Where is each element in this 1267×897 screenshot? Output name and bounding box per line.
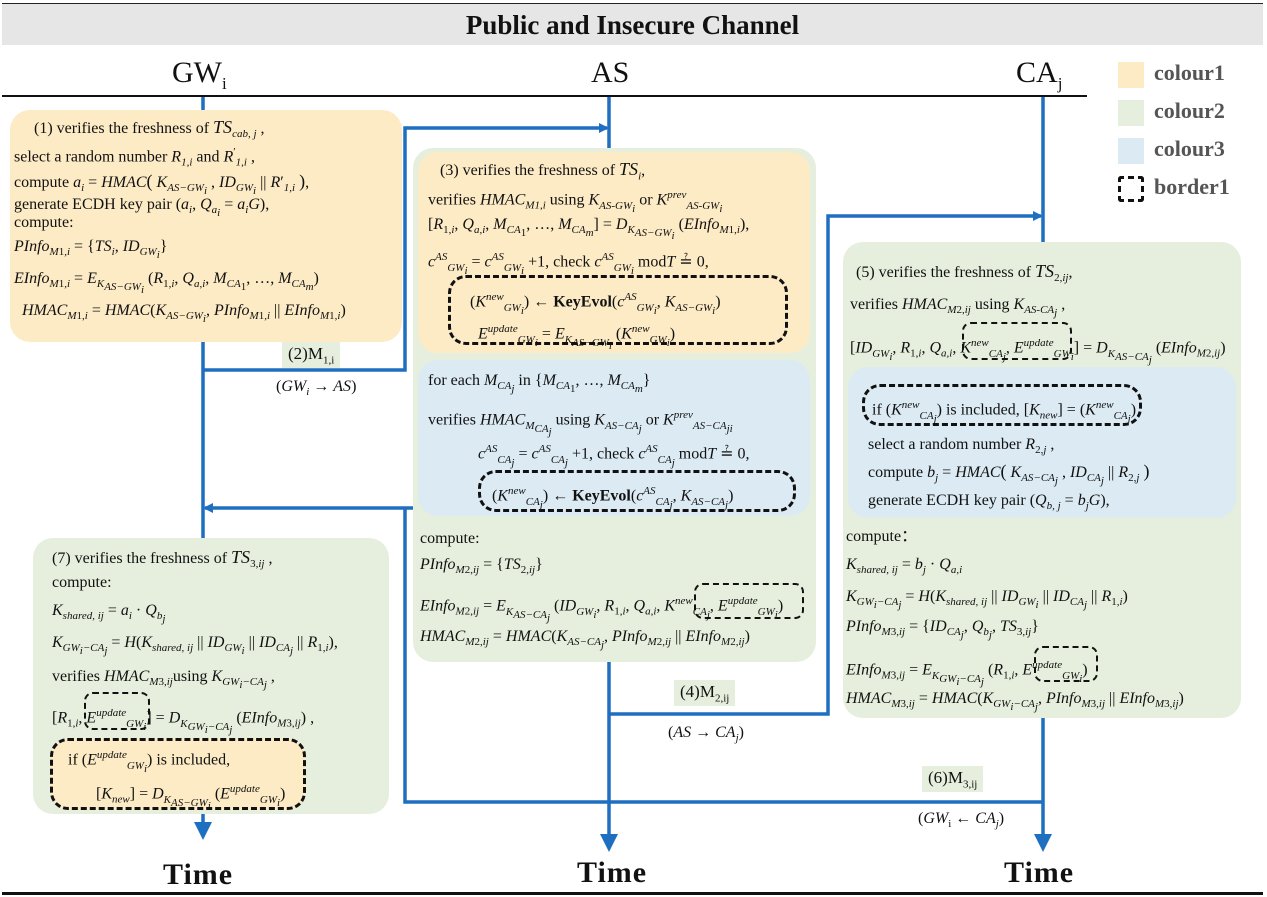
step5-pinfo: PInfoM3,ij = {IDCAj, Qbj, TS3,ij} bbox=[846, 618, 1039, 642]
step1-line2: select a random number R1,i and R′1,i , bbox=[14, 146, 255, 169]
step7-line1: (7) verifies the freshness of TS3,ij , bbox=[52, 547, 273, 571]
footer-rule bbox=[2, 892, 1263, 895]
step5-tag-border bbox=[962, 322, 1072, 360]
party-authentication-server: AS bbox=[591, 56, 630, 89]
step5-line3: [IDGWi, R1,i, Qa,i, KnewCAj, EupdateGWi]… bbox=[850, 337, 1226, 366]
step3-line3: [R1,i, Qa,i, MCA1, …, MCAm] = DKAS−GWi (… bbox=[428, 216, 750, 243]
arrow-m2 bbox=[609, 211, 1043, 716]
step5-kgwca: KGWi−CAj = H(Kshared, ij || IDGWi || IDC… bbox=[846, 588, 1128, 612]
step5-kshared: Kshared, ij = bj · Qa,i bbox=[846, 556, 963, 577]
message-m3-label: (6)M3,ij bbox=[922, 766, 984, 793]
step5-ca-box bbox=[848, 367, 1236, 518]
step5-compute: compute bj = HMAC( KAS−CAj , IDCAj || R2… bbox=[868, 461, 1150, 488]
step3-line2: verifies HMACM1,i using KAS-GWi or Kprev… bbox=[428, 189, 723, 215]
step1-line6: PInfoM1,i = {TSi, IDGWi} bbox=[14, 238, 168, 262]
party-gateway: GWi bbox=[172, 56, 227, 93]
step7-kshared: Kshared, ij = ai · Qbj bbox=[52, 602, 166, 626]
step5-line2: verifies HMACM2,ij using KAS-CAj , bbox=[850, 296, 1066, 320]
step3-line1: (3) verifies the freshness of TSi, bbox=[440, 159, 646, 183]
time-label-gw: Time bbox=[163, 858, 234, 891]
step5-einfo: EInfoM3,ij = EKGWi−CAj (R1,i, EupdateGWi… bbox=[846, 659, 1088, 688]
step3-loop-line3: cASCAj = cASCAj +1, check cASCAj modT ≟ … bbox=[478, 443, 750, 469]
step1-line8: HMACM1,i = HMAC(KAS−GWi, PInfoM1,i || EI… bbox=[22, 302, 346, 326]
step5-hmac: HMACM3,ij = HMAC(KGWi−CAj, PInfoM3,ij ||… bbox=[846, 690, 1184, 714]
step3-line4: cASGWi = cASGWi +1, check cASGWi modT ≟ … bbox=[428, 251, 709, 277]
step3-keyevol: (KnewGWi) ← KeyEvol(cASGWi, KAS−GWi) bbox=[470, 291, 721, 317]
keyevol-gw-border bbox=[448, 275, 788, 345]
direction-ca-to-gw: (GWi ← CAj) bbox=[918, 810, 1005, 831]
direction-gw-to-as: (GWi → AS) bbox=[276, 378, 357, 399]
step3-pinfo: PInfoM2,ij = {TS2,ij} bbox=[420, 556, 543, 577]
step3-box bbox=[418, 152, 810, 353]
step7-decrypt: [R1,i, EupdateGWi] = DKGWi−CAj (EInfoM3,… bbox=[52, 707, 315, 736]
time-label-ca: Time bbox=[1004, 856, 1075, 889]
step1-line7: EInfoM1,i = EKAS−GWi (R1,i, Qa,i, MCA1, … bbox=[14, 270, 319, 297]
step7-verify: verifies HMACM3,ijusing KGWi−CAj , bbox=[52, 668, 275, 692]
legend-swatch bbox=[1118, 100, 1144, 126]
legend-swatch bbox=[1118, 176, 1144, 202]
step3-einfo-tag-border bbox=[694, 583, 804, 619]
step3-compute-label: compute: bbox=[420, 530, 480, 547]
step5-select: select a random number R2,j , bbox=[868, 436, 1055, 457]
step5-if-border bbox=[862, 384, 1142, 426]
step1-line4: generate ECDH key pair (ai, Qai = aiG), bbox=[14, 196, 270, 220]
arrow-m3 bbox=[403, 508, 1043, 804]
time-label-as: Time bbox=[577, 856, 648, 889]
step1-box bbox=[10, 110, 402, 342]
arrow-m1 bbox=[203, 123, 609, 372]
step3-loop-line1: for each MCAj in {MCA1, …, MCAm} bbox=[428, 372, 651, 396]
step3-loop-keyevol: (KnewCAj) ← KeyEvol(cASCAj, KAS−CAj) bbox=[492, 485, 734, 511]
keyevol-ca-border bbox=[478, 470, 796, 512]
step1-line5: compute: bbox=[14, 214, 74, 231]
step7-if-border bbox=[50, 738, 306, 810]
message-m1-label: (2)M1,i bbox=[282, 342, 341, 369]
step7-kgwca: KGWi−CAj = H(Kshared, ij || IDGWi || IDC… bbox=[52, 634, 338, 658]
direction-as-to-ca: (AS → CAj) bbox=[668, 724, 744, 745]
step5-if-line: if (KnewCAj) is included, [Knew] = (Knew… bbox=[872, 399, 1137, 425]
legend-swatch bbox=[1118, 138, 1144, 164]
step7-if-box bbox=[50, 738, 306, 810]
step3-einfo: EInfoM2,ij = EKAS−CAj (IDGWi, R1,i, Qa,i… bbox=[420, 595, 784, 624]
step3-ca-loop-box bbox=[418, 360, 810, 516]
step7-line2: compute: bbox=[52, 574, 112, 591]
step5-einfo-tag-border bbox=[1034, 646, 1098, 682]
step5-compute-label: compute： bbox=[846, 528, 918, 545]
step7-if-line: if (EupdateGWi) is included, bbox=[68, 749, 231, 775]
step5-ecdh: generate ECDH key pair (Qb, j = bjG), bbox=[868, 492, 1110, 513]
legend-swatch bbox=[1118, 62, 1144, 88]
step3-hmac: HMACM2,ij = HMAC(KAS−CAj, PInfoM2,ij || … bbox=[420, 628, 750, 652]
step1-line1: (1) verifies the freshness of TScab, j , bbox=[34, 117, 265, 141]
step3-update: EupdateGWi = EKAS−GWi (KnewGWi) bbox=[478, 323, 676, 352]
step3-loop-line2: verifies HMACMCAj using KAS−CAj or Kprev… bbox=[428, 409, 733, 438]
header-rule bbox=[2, 95, 1087, 97]
step7-knew-line: [Knew] = DKAS−GWi (EupdateGWi) bbox=[96, 783, 286, 812]
step5-line1: (5) verifies the freshness of TS2,ij, bbox=[856, 261, 1073, 285]
message-m2-label: (4)M2,ij bbox=[674, 680, 736, 707]
party-certificate-authority: CAj bbox=[1016, 56, 1063, 93]
channel-banner: Public and Insecure Channel bbox=[2, 3, 1263, 45]
step7-decrypt-tag-border bbox=[84, 692, 150, 730]
step1-line3: compute ai = HMAC( KAS−GWi , IDGWi || R′… bbox=[14, 171, 310, 198]
